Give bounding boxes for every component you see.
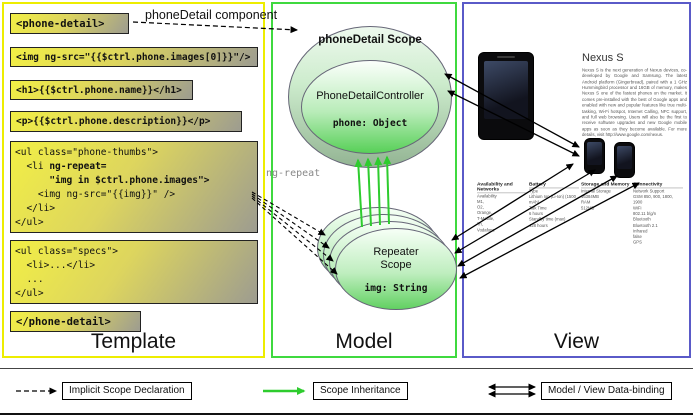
phone-screen (484, 60, 528, 120)
code-line: <img ng-src="{{img}}" /> (15, 189, 176, 200)
legend-separator-line (0, 368, 693, 369)
main-phone-image (478, 52, 534, 140)
code-line: <ul class="phone-thumbs"> (15, 147, 158, 158)
code-specs-block: <ul class="specs"> <li>...</li> ... </ul… (10, 240, 258, 304)
controller-label: PhoneDetailController (316, 90, 424, 102)
phone-speaker (497, 56, 515, 58)
product-name-heading: Nexus S (582, 52, 624, 64)
code-line: <li>...</li> (15, 260, 96, 271)
spec-column-battery: Battery Type Lithium Ion (Li-Ion) (1500 … (529, 182, 579, 246)
code-line: <ul class="specs"> (15, 246, 118, 257)
code-line: </ul> (15, 288, 44, 299)
controller-ellipse (301, 60, 439, 154)
code-line: </ul> (15, 217, 44, 228)
template-panel-title: Template (90, 330, 177, 353)
code-line: ... (15, 274, 44, 285)
thumbnail-image-1 (584, 138, 605, 174)
repeater-scope-ellipse-front (335, 228, 457, 310)
bottom-rule (0, 413, 693, 415)
spec-column-storage: Storage and Memory Internal Storage 1638… (581, 182, 631, 211)
product-description: Nexus S is the next generation of Nexus … (582, 68, 687, 138)
model-panel-title: Model (335, 330, 393, 353)
view-panel-title: View (553, 330, 600, 353)
repeater-img-property: img: String (364, 283, 428, 294)
repeater-scope-label: Repeater (373, 246, 419, 258)
spec-column-availability: Availability and Networks Availability M… (477, 182, 527, 246)
code-phone-detail-open-tag: <phone-detail> (10, 13, 129, 34)
legend-data-binding: Model / View Data-binding (541, 382, 672, 400)
code-line: </li> (15, 203, 56, 214)
code-h1-phone-name: <h1>{{$ctrl.phone.name}}</h1> (10, 80, 193, 100)
code-img-ng-src: <img ng-src="{{$ctrl.phone.images[0]}}"/… (10, 47, 258, 67)
code-phone-thumbs-block: <ul class="phone-thumbs"> <li ng-repeat=… (10, 141, 258, 233)
phonedetail-component-label: phoneDetail component (145, 8, 278, 22)
ng-repeat-keyword: ng-repeat= (49, 161, 107, 172)
repeater-scope-label: Scope (380, 259, 412, 271)
legend-implicit-scope: Implicit Scope Declaration (62, 382, 192, 400)
spec-column-connectivity: Connectivity Network Support GSM 850, 90… (633, 182, 683, 246)
ng-repeat-annotation: ng-repeat (266, 168, 321, 179)
phone-screen (586, 142, 603, 166)
phonedetail-scope-label: phoneDetail Scope (318, 34, 422, 46)
controller-phone-property: phone: Object (332, 118, 408, 129)
legend-scope-inheritance: Scope Inheritance (313, 382, 408, 400)
code-phone-detail-close-tag: </phone-detail> (10, 311, 141, 332)
code-line: <li ng-repeat= (15, 161, 107, 172)
code-line: "img in $ctrl.phone.images"> (15, 175, 210, 186)
phone-screen (616, 146, 633, 170)
thumbnail-image-2 (614, 142, 635, 178)
code-p-phone-description: <p>{{$ctrl.phone.description}}</p> (10, 111, 242, 132)
